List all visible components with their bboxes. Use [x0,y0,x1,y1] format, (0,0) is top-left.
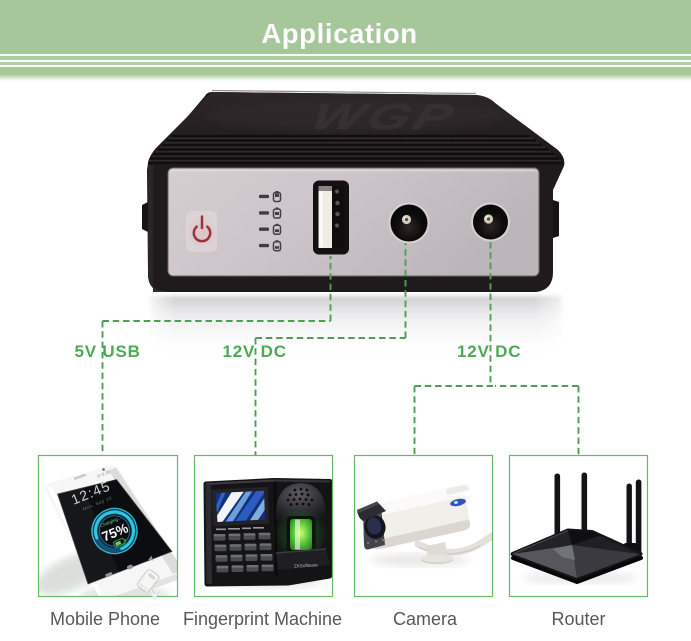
svg-text:5V USB: 5V USB [75,342,141,361]
svg-text:Mobile Phone: Mobile Phone [50,609,160,629]
svg-text:Camera: Camera [393,609,458,629]
svg-text:Router: Router [551,609,605,629]
svg-text:12V DC: 12V DC [457,342,521,361]
svg-text:Fingerprint Machine: Fingerprint Machine [183,609,342,629]
svg-text:ZKSoftware: ZKSoftware [294,562,319,568]
svg-text:12V DC: 12V DC [223,342,287,361]
svg-text:WGP: WGP [306,97,462,137]
